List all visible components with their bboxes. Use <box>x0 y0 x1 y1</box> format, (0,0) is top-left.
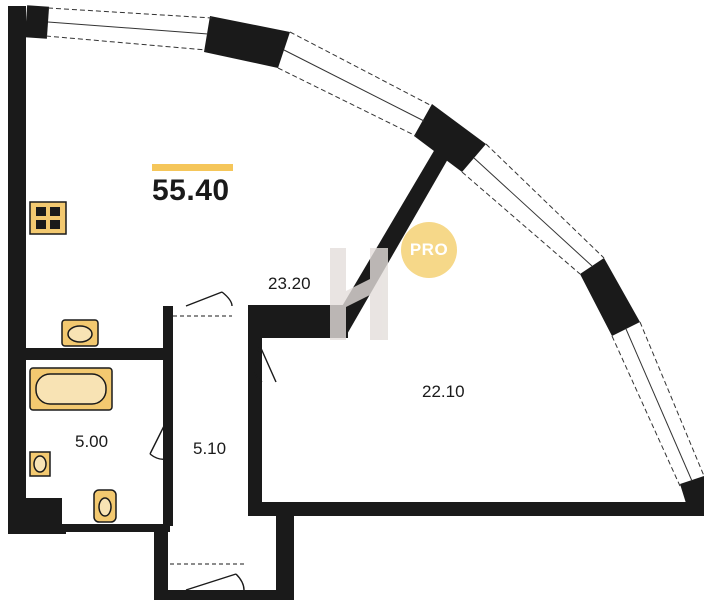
lower-corridor-bottom-wall <box>154 590 294 600</box>
bottom-left-wall <box>8 524 66 534</box>
window-glass <box>47 21 693 482</box>
total-area-accent-bar <box>152 164 233 171</box>
window-3 <box>461 143 605 275</box>
bathroom-inner-wall <box>26 498 62 526</box>
bottom-right-wall <box>262 502 704 516</box>
pier-3 <box>580 258 640 336</box>
window-4 <box>611 321 705 487</box>
corridor-top-door <box>185 291 233 307</box>
bathroom-door <box>149 413 171 461</box>
pro-badge: PRO <box>401 222 457 278</box>
toilet-bowl <box>98 497 112 517</box>
stove-icon <box>29 201 67 235</box>
glass-line <box>473 157 593 267</box>
window-piers <box>204 16 704 516</box>
top-left-pier <box>24 5 50 39</box>
kitchen-sink-bowl <box>67 325 93 343</box>
left-outer-wall <box>8 6 26 530</box>
glass-line <box>47 21 209 35</box>
glass-line <box>283 49 425 122</box>
total-area: 55.40 <box>152 174 230 207</box>
room-area-bedroom: 22.10 <box>422 382 465 401</box>
room-area-bathroom: 5.00 <box>75 432 109 451</box>
bathtub-inner <box>35 373 107 405</box>
corridor-left-wall <box>163 306 173 526</box>
bedroom-left-wall <box>248 338 262 516</box>
lower-corridor-right-wall <box>276 504 294 600</box>
doors <box>149 291 277 591</box>
bathroom-top-wall <box>24 348 164 360</box>
lower-corridor-left-wall <box>154 526 168 598</box>
room-area-corridor: 5.10 <box>193 439 227 458</box>
washbasin-bowl <box>33 455 47 473</box>
corridor-bottom-door <box>185 573 245 591</box>
bottom-mid-wall <box>60 524 170 532</box>
window-1 <box>45 7 213 51</box>
windows <box>45 7 705 487</box>
glass-line <box>625 328 693 482</box>
watermark-logo <box>330 248 388 340</box>
pier-2 <box>414 104 486 172</box>
fixtures <box>29 201 117 523</box>
pier-4 <box>680 476 704 516</box>
pier-1 <box>204 16 290 68</box>
room-area-living: 23.20 <box>268 274 311 293</box>
bedroom-door <box>253 345 277 383</box>
window-2 <box>277 31 433 137</box>
stove-burners <box>36 207 60 229</box>
